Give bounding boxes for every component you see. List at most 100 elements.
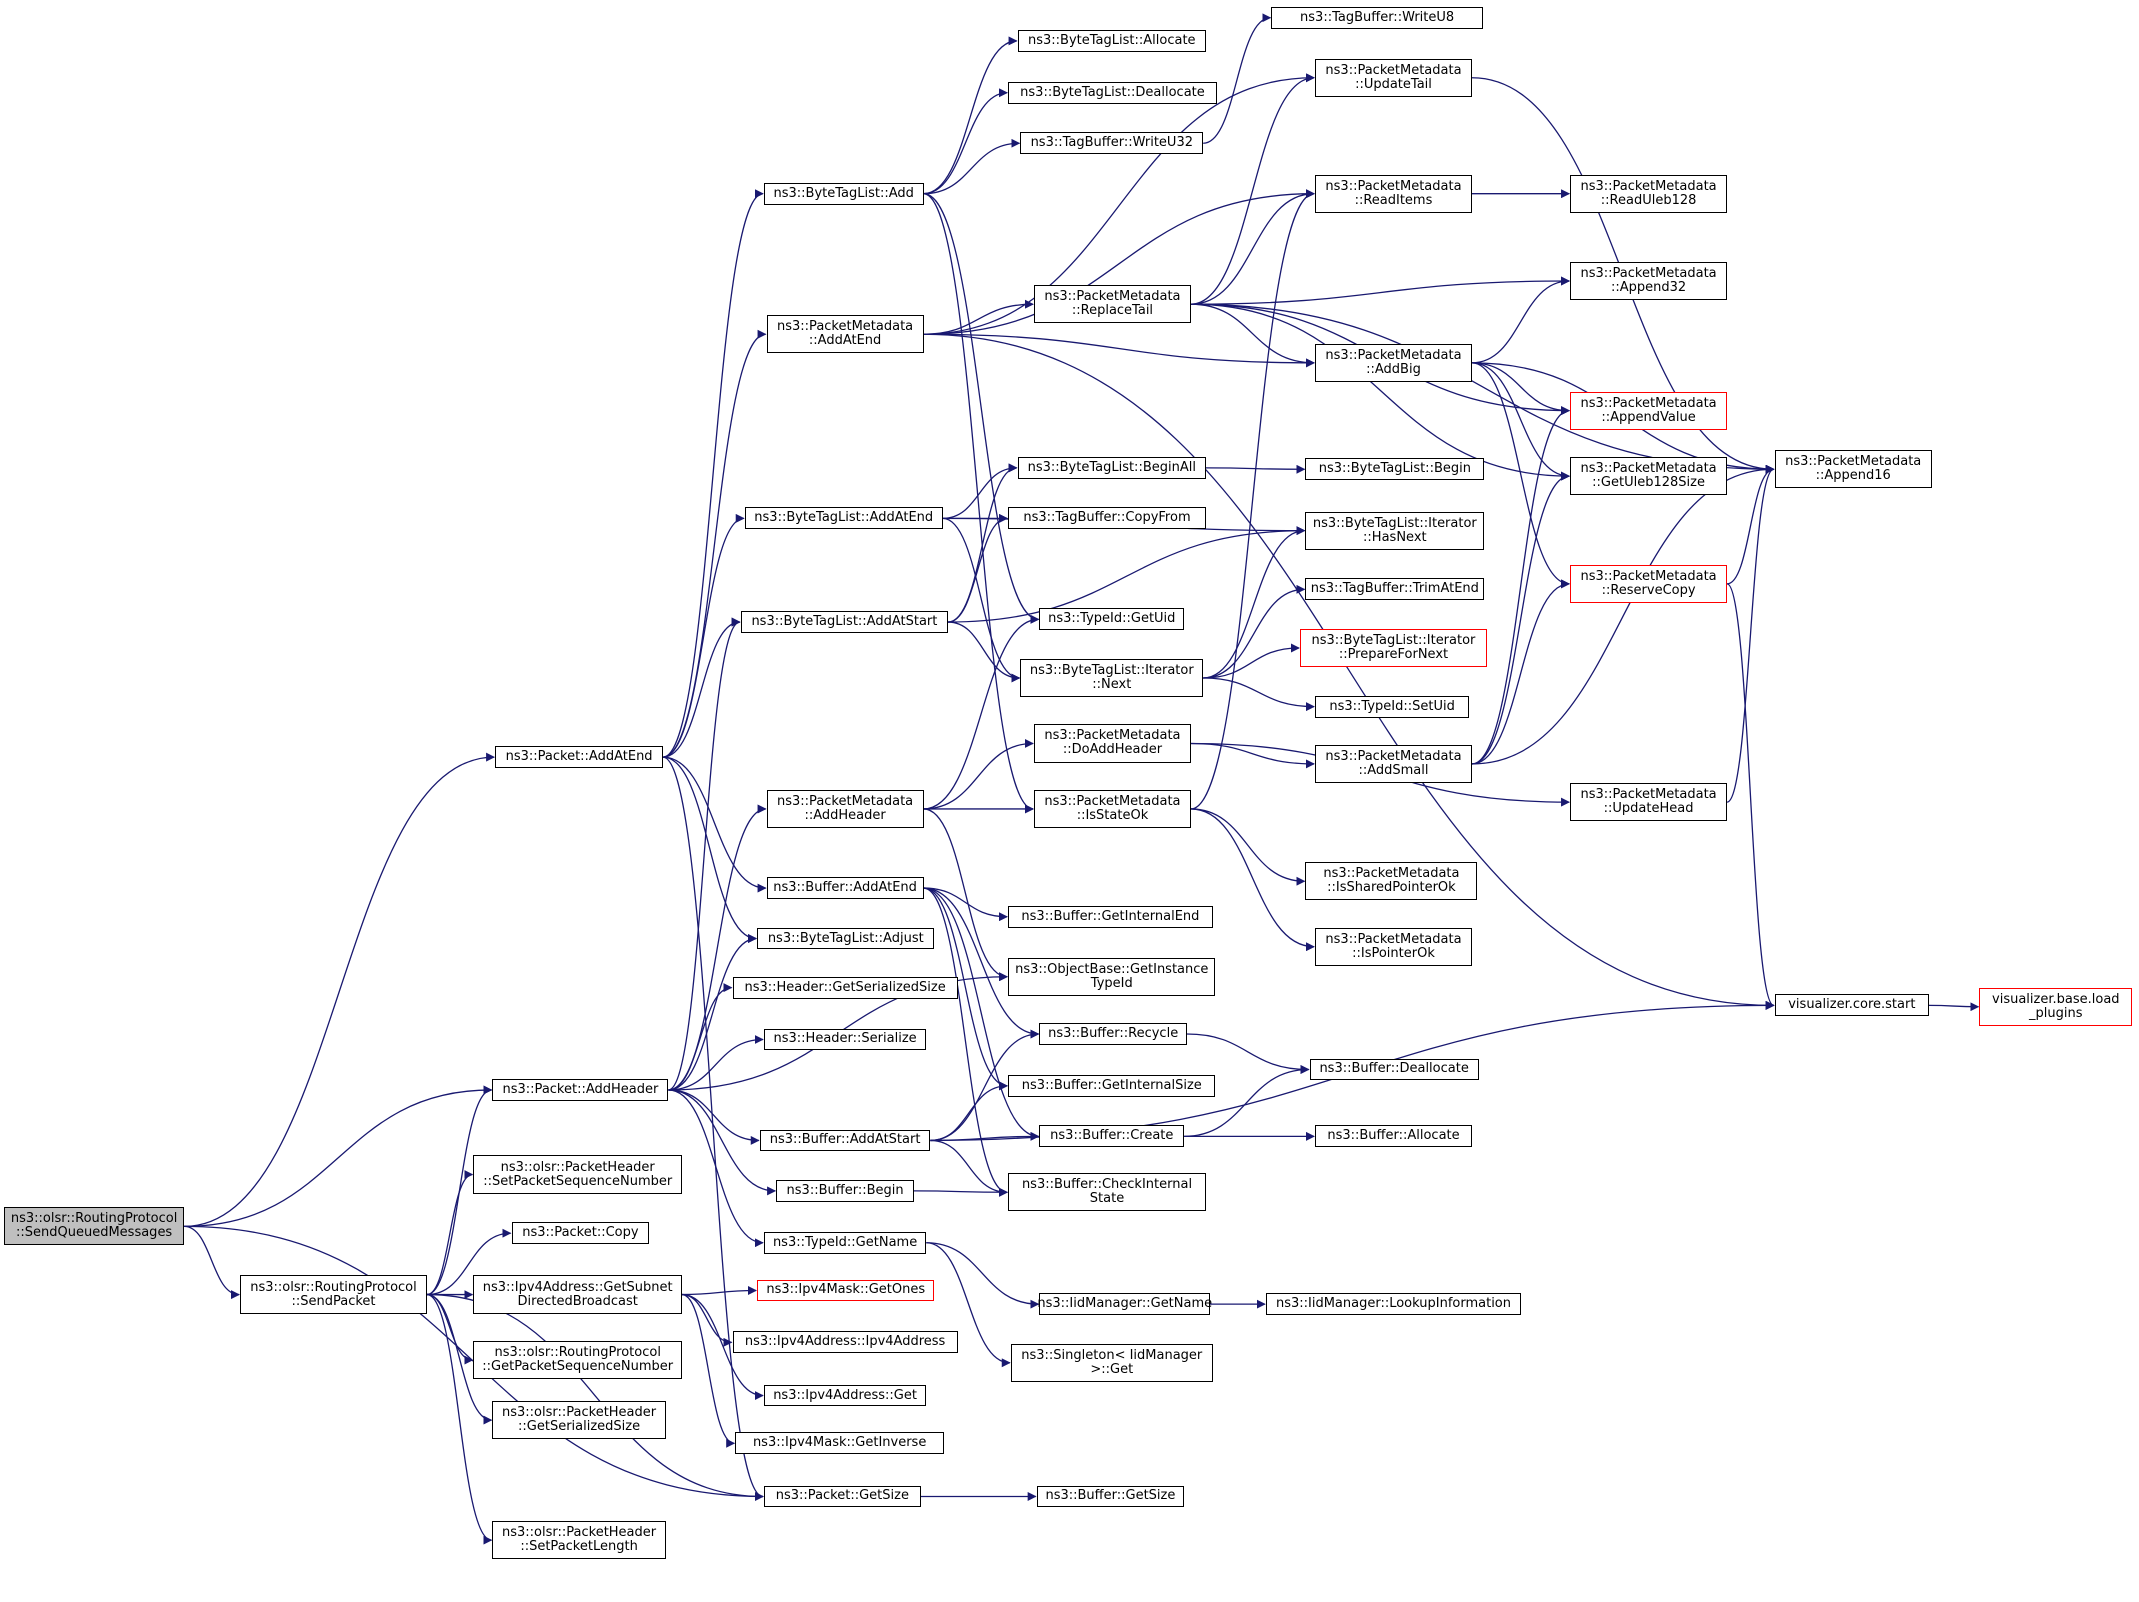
node-singleton-get[interactable]: ns3::Singleton< IidManager>::Get [1010,1343,1213,1382]
node-btl-addatstart[interactable]: ns3::ByteTagList::AddAtStart [740,611,949,633]
node-pm-addsmall[interactable]: ns3::PacketMetadata::AddSmall [1315,744,1472,784]
node-rp-getseq[interactable]: ns3::olsr::RoutingProtocol::GetPacketSeq… [473,1340,683,1380]
node-label: ns3::Packet::AddAtEnd [505,749,653,765]
node-pm-readuleb[interactable]: ns3::PacketMetadata::ReadUleb128 [1570,174,1728,213]
node-tb-writeu8[interactable]: ns3::TagBuffer::WriteU8 [1271,6,1483,29]
node-label: ns3::olsr::RoutingProtocol [10,1211,178,1227]
node-label: ns3::ObjectBase::GetInstance [1015,961,1209,977]
node-pm-addheader[interactable]: ns3::PacketMetadata::AddHeader [766,789,924,829]
node-ipv4addr-get[interactable]: ns3::Ipv4Address::Get [763,1384,927,1407]
node-hdr-getser[interactable]: ns3::Header::GetSerializedSize [732,976,958,999]
edge-buf-addatend-to-buf-create [923,887,1040,1141]
node-btl-iter-next[interactable]: ns3::ByteTagList::Iterator::Next [1020,658,1204,698]
edge-pm-addheader-to-pm-doaddheader [923,738,1034,810]
node-label: ns3::PacketMetadata [1325,347,1462,363]
node-ph-setlen[interactable]: ns3::olsr::PacketHeader::SetPacketLength [492,1521,666,1560]
node-buf-getinternalsize[interactable]: ns3::Buffer::GetInternalSize [1008,1074,1216,1097]
node-tb-copyfrom[interactable]: ns3::TagBuffer::CopyFrom [1008,507,1206,530]
node-buf-recycle[interactable]: ns3::Buffer::Recycle [1039,1023,1187,1045]
node-pm-issharedok[interactable]: ns3::PacketMetadata::IsSharedPointerOk [1305,862,1478,901]
node-label: ns3::PacketMetadata [1325,748,1462,764]
edge-ipv4-getsubnet-to-ipv4mask-getones [682,1285,758,1296]
node-pkt-copy[interactable]: ns3::Packet::Copy [511,1222,650,1245]
edge-pm-replacetail-to-pm-addbig [1190,303,1315,368]
node-iid-lookup[interactable]: ns3::IidManager::LookupInformation [1265,1293,1522,1316]
node-vis-start[interactable]: visualizer.core.start [1774,994,1929,1017]
node-label: ::AddSmall [1358,762,1429,778]
edge-pm-addatend-to-vis-start [923,333,1775,1010]
node-buf-begin[interactable]: ns3::Buffer::Begin [776,1179,914,1202]
node-label: ::ReplaceTail [1071,303,1154,319]
node-label: ns3::ByteTagList::Allocate [1028,32,1196,48]
edge-sendpacket-to-pkt-copy [426,1228,512,1296]
node-pm-addatend[interactable]: ns3::PacketMetadata::AddAtEnd [766,315,924,354]
node-btl-iter-prepare[interactable]: ns3::ByteTagList::Iterator::PrepareForNe… [1300,628,1487,668]
node-buf-allocate[interactable]: ns3::Buffer::Allocate [1315,1125,1472,1148]
node-typeid-setuid[interactable]: ns3::TypeId::SetUid [1315,695,1470,718]
node-pm-getuleb[interactable]: ns3::PacketMetadata::GetUleb128Size [1570,456,1728,496]
node-buf-getinternalend[interactable]: ns3::Buffer::GetInternalEnd [1008,905,1213,928]
node-label: ns3::ByteTagList::Iterator [1029,662,1194,678]
node-hdr-serialize[interactable]: ns3::Header::Serialize [763,1028,927,1051]
node-pm-isstateok[interactable]: ns3::PacketMetadata::IsStateOk [1034,789,1191,829]
node-typeid-getuid[interactable]: ns3::TypeId::GetUid [1039,608,1185,631]
node-btl-adjust[interactable]: ns3::ByteTagList::Adjust [757,927,935,950]
node-ph-setseq[interactable]: ns3::olsr::PacketHeader::SetPacketSequen… [473,1155,683,1194]
node-ipv4mask-getones[interactable]: ns3::Ipv4Mask::GetOnes [757,1279,935,1302]
node-label: ns3::Buffer::Create [1050,1128,1174,1144]
node-buf-deallocate[interactable]: ns3::Buffer::Deallocate [1309,1058,1479,1081]
node-iid-getname[interactable]: ns3::IidManager::GetName [1037,1293,1212,1316]
node-pkt-getsize[interactable]: ns3::Packet::GetSize [763,1485,921,1508]
edge-btl-iter-next-to-btl-iter-hasnext [1203,526,1306,679]
node-pm-doaddheader[interactable]: ns3::PacketMetadata::DoAddHeader [1034,724,1191,763]
node-label: ns3::ByteTagList::AddAtEnd [754,510,934,526]
node-sendpacket[interactable]: ns3::olsr::RoutingProtocol::SendPacket [240,1275,427,1314]
node-pm-append32[interactable]: ns3::PacketMetadata::Append32 [1570,261,1728,301]
node-label: ns3::Ipv4Mask::GetOnes [766,1282,926,1298]
node-btl-addatend[interactable]: ns3::ByteTagList::AddAtEnd [744,507,943,530]
node-buf-getsize[interactable]: ns3::Buffer::GetSize [1036,1485,1185,1508]
node-buf-addatend[interactable]: ns3::Buffer::AddAtEnd [766,877,924,899]
node-pkt-addheader[interactable]: ns3::Packet::AddHeader [492,1079,669,1101]
node-pm-ispointerok[interactable]: ns3::PacketMetadata::IsPointerOk [1315,927,1472,966]
node-tb-trimatend[interactable]: ns3::TagBuffer::TrimAtEnd [1305,578,1485,601]
node-pm-addbig[interactable]: ns3::PacketMetadata::AddBig [1315,343,1472,382]
node-pm-replacetail[interactable]: ns3::PacketMetadata::ReplaceTail [1034,285,1191,324]
node-pm-updatehead[interactable]: ns3::PacketMetadata::UpdateHead [1570,783,1728,822]
node-pm-appendvalue[interactable]: ns3::PacketMetadata::AppendValue [1570,391,1728,430]
node-pm-append16[interactable]: ns3::PacketMetadata::Append16 [1774,450,1932,489]
node-btl-iter-hasnext[interactable]: ns3::ByteTagList::Iterator::HasNext [1305,511,1485,550]
node-btl-deallocate[interactable]: ns3::ByteTagList::Deallocate [1008,81,1217,104]
edge-pm-addbig-to-pm-getuleb [1471,362,1571,481]
node-label: ns3::Buffer::AddAtEnd [773,880,917,896]
edge-btl-add-to-btl-deallocate [923,88,1009,195]
node-buf-addatstart[interactable]: ns3::Buffer::AddAtStart [759,1129,931,1152]
node-ph-getser[interactable]: ns3::olsr::PacketHeader::GetSerializedSi… [492,1400,666,1440]
node-label: ns3::PacketMetadata [777,319,914,335]
node-btl-allocate[interactable]: ns3::ByteTagList::Allocate [1017,30,1206,52]
node-pkt-addatend[interactable]: ns3::Packet::AddAtEnd [495,746,663,768]
node-btl-add[interactable]: ns3::ByteTagList::Add [763,182,924,205]
node-pm-readitems[interactable]: ns3::PacketMetadata::ReadItems [1315,174,1472,213]
edge-btl-addatstart-to-btl-iter-hasnext [948,526,1306,623]
node-label: ns3::Packet::Copy [522,1225,639,1241]
node-btl-beginall[interactable]: ns3::ByteTagList::BeginAll [1017,456,1206,479]
node-typeid-getname[interactable]: ns3::TypeId::GetName [763,1231,927,1254]
node-label: ns3::Buffer::Begin [786,1182,904,1198]
node-ipv4addr-ctor[interactable]: ns3::Ipv4Address::Ipv4Address [732,1331,958,1354]
node-btl-begin[interactable]: ns3::ByteTagList::Begin [1305,458,1485,481]
node-label: ns3::ByteTagList::Iterator [1312,515,1477,531]
node-pm-reservecopy[interactable]: ns3::PacketMetadata::ReserveCopy [1570,564,1728,603]
node-label: ::DoAddHeader [1062,742,1163,758]
node-tb-writeu32[interactable]: ns3::TagBuffer::WriteU32 [1020,132,1204,155]
node-ipv4mask-getinv[interactable]: ns3::Ipv4Mask::GetInverse [735,1432,944,1455]
node-vis-loadplugins[interactable]: visualizer.base.load_plugins [1979,987,2133,1026]
edge-pm-replacetail-to-pm-updatetail [1190,73,1315,305]
edge-tb-writeu32-to-tb-writeu8 [1203,13,1272,144]
node-buf-create[interactable]: ns3::Buffer::Create [1039,1125,1185,1148]
node-label: ns3::Buffer::CheckInternal [1021,1177,1193,1193]
node-pm-updatetail[interactable]: ns3::PacketMetadata::UpdateTail [1315,58,1472,97]
